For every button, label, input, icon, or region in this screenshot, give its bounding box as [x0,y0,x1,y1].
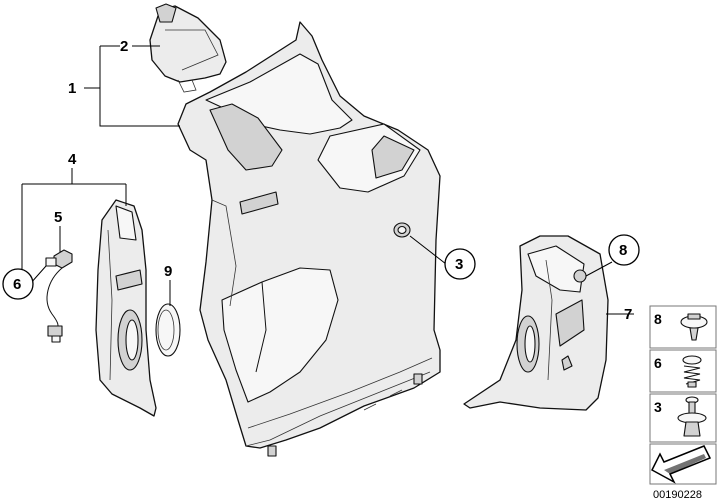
wire-harness [45,249,73,343]
callout-7: 7 [624,306,632,323]
push-rivet-clip-icon [680,313,708,341]
expanding-rivet-icon [677,396,707,437]
legend-number-6: 6 [654,355,662,371]
callout-labels: 2 1 4 5 9 7 6 3 8 [2,38,640,323]
legend-number-8: 8 [654,311,662,327]
left-pillar-trim [95,199,157,417]
callout-6: 6 [13,276,21,293]
callout-6-circle [2,268,34,300]
leader-lines [21,45,634,315]
callout-3: 3 [455,256,463,273]
legend-number-3: 3 [654,399,662,415]
callout-5: 5 [54,209,62,226]
right-rear-trim [463,235,609,411]
drawing-number: 00190228 [653,489,702,501]
callout-3-circle [444,248,476,280]
spring-clip-icon [682,355,702,388]
callout-9: 9 [164,263,172,280]
legend-box-8 [649,305,717,349]
callout-8-circle [608,234,640,266]
callout-4: 4 [68,151,77,168]
callout-2: 2 [120,38,128,55]
round-cover [155,303,181,357]
trunk-side-trim-panel [177,21,441,457]
callout-1: 1 [68,80,76,97]
callout-8: 8 [619,242,627,259]
fastener-legend: 8 6 3 [649,305,717,485]
direction-arrow-icon [651,445,712,484]
upper-cover-cap [149,3,227,93]
legend-box-6 [649,349,717,393]
